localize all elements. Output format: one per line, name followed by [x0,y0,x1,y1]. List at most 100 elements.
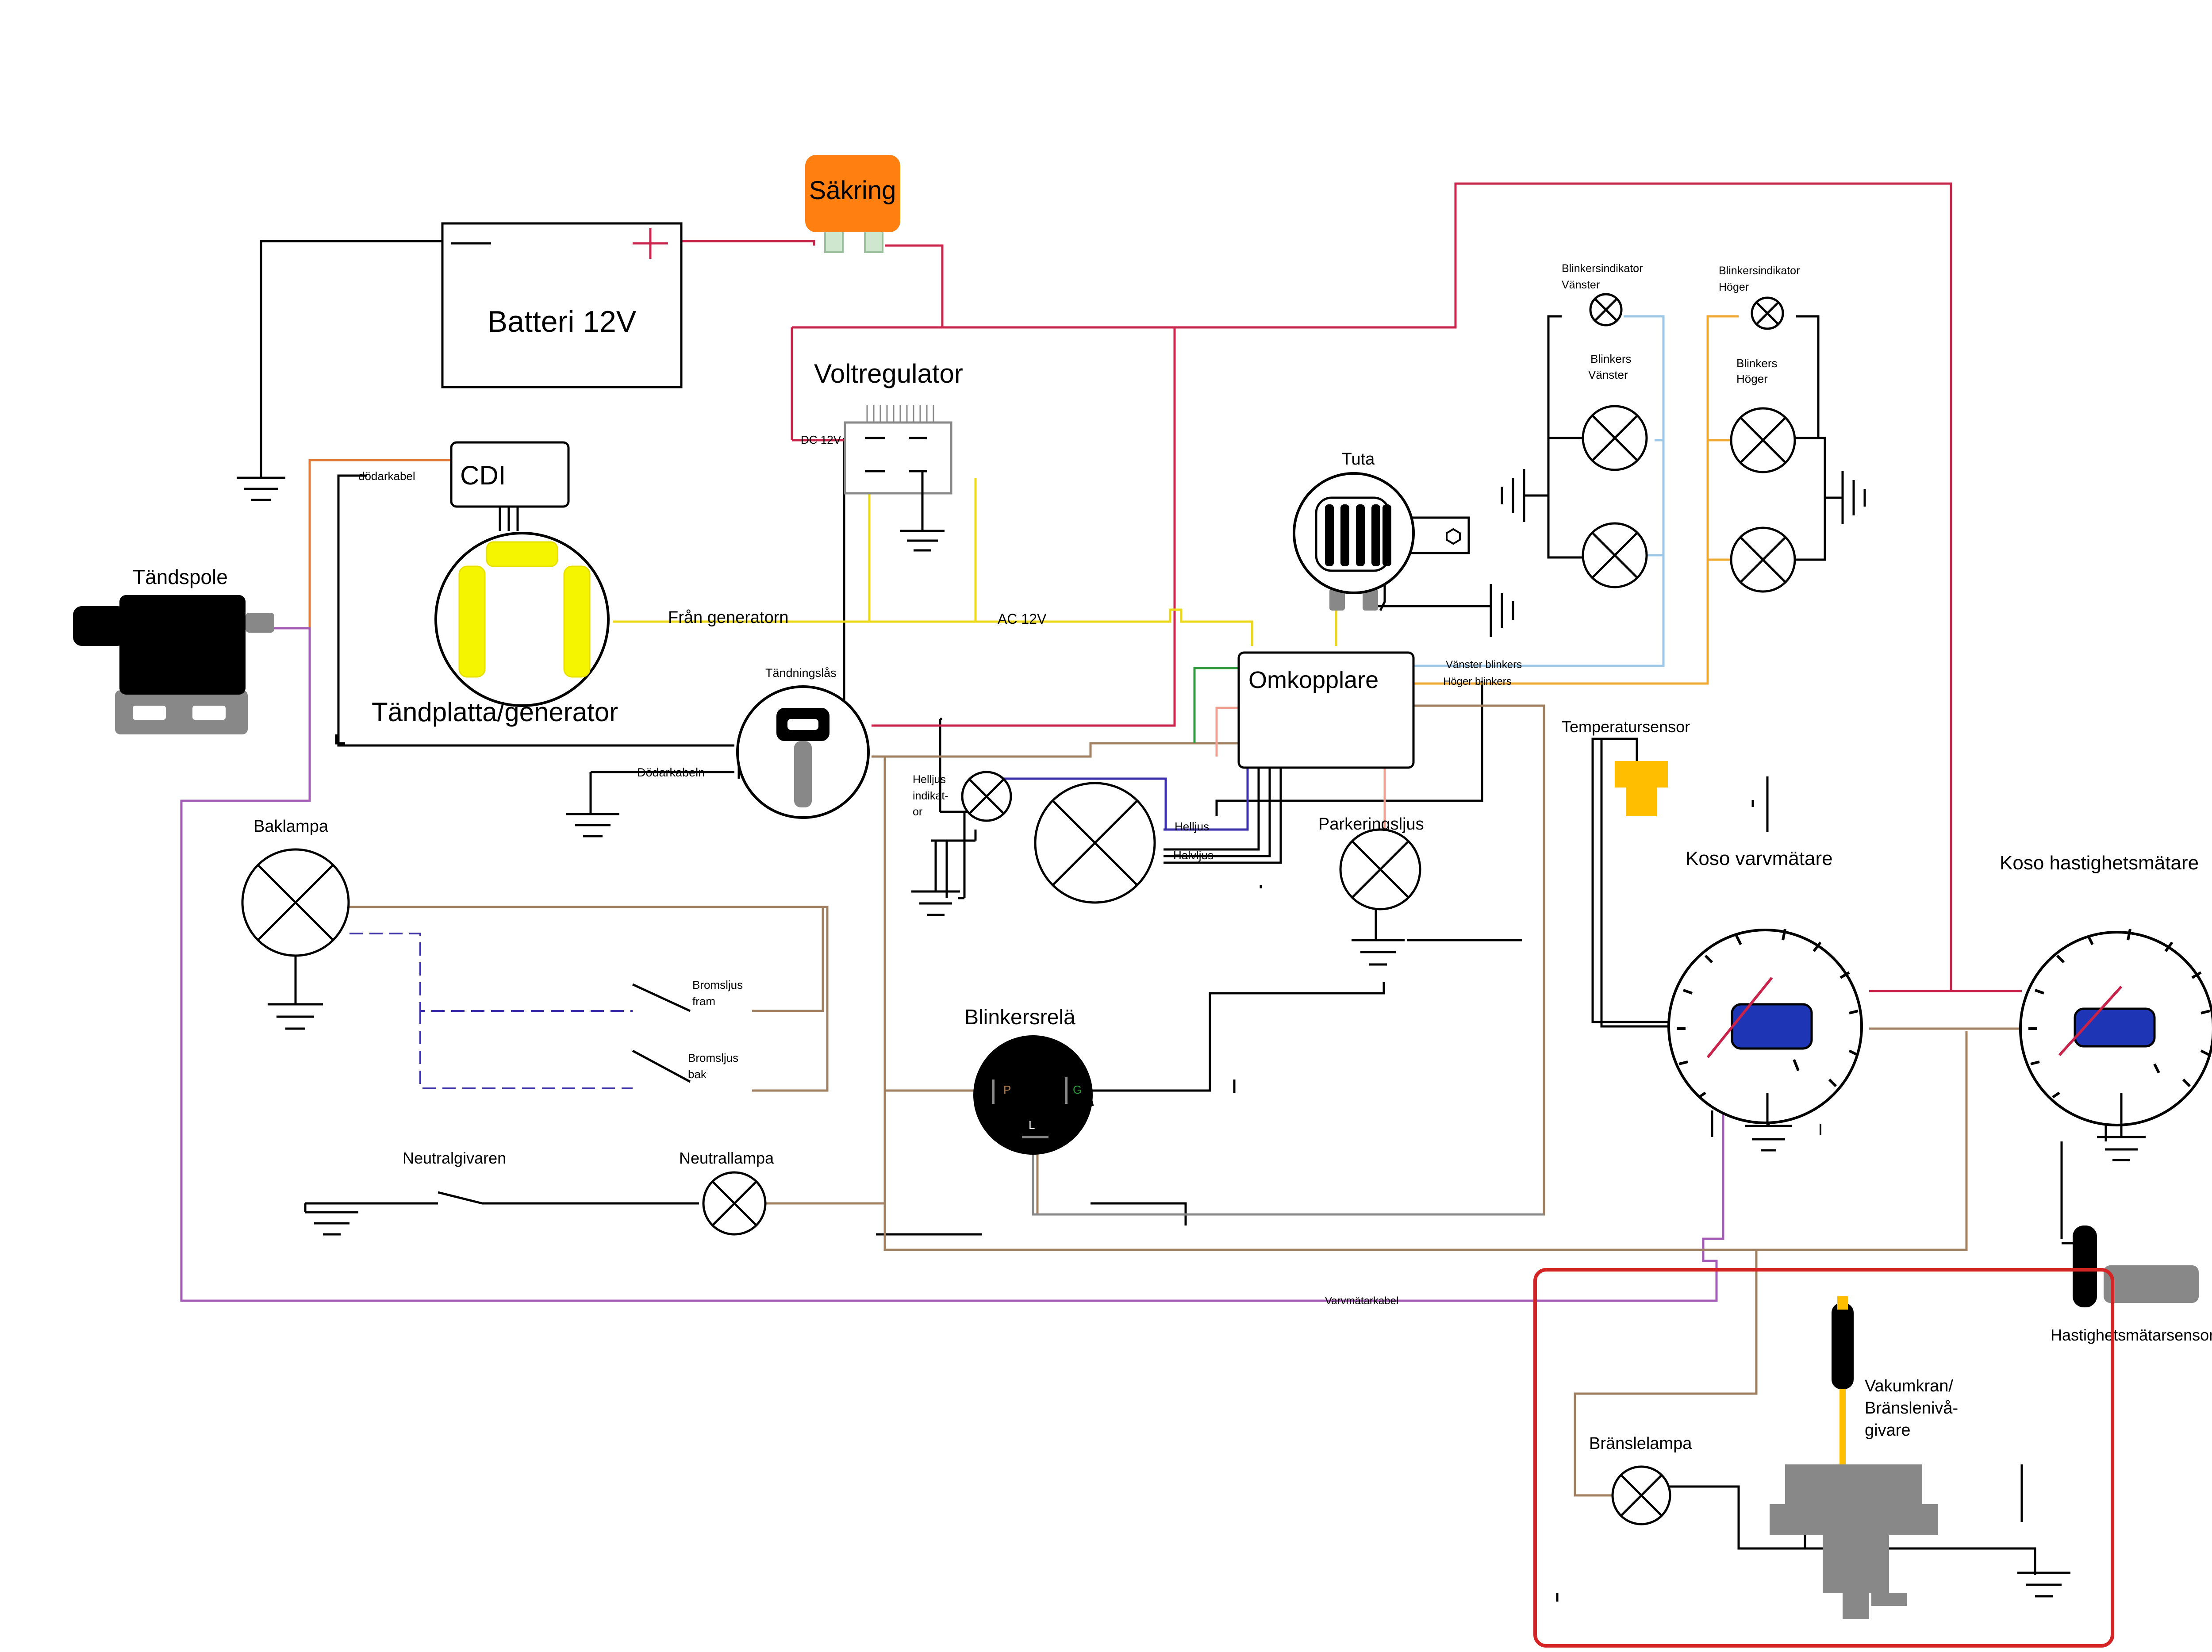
blinker-relay: Blinkersrelä P G L [964,1006,1093,1155]
tail-lamp: Baklampa [241,817,350,1030]
stator: Tändplatta/generator [372,532,618,727]
brake-rear-sub: bak [688,1068,707,1081]
blinker-wires [1413,315,1826,685]
blinker-ind-left-sub: Vänster [1562,279,1600,291]
high-beam-ind-label: Helljus [913,773,946,786]
blinker-rear-left-bulb [1582,522,1648,588]
tacho-wires [180,627,1724,1302]
headlight: Helljus Halvljus [1034,782,1262,904]
temp-sensor-label: Temperatursensor [1562,718,1690,736]
neutral-lamp-bulb [702,1171,767,1236]
tail-lamp-bulb [241,848,350,957]
tachometer: Koso varvmätare [1667,848,1863,1152]
speedometer-ground-icon [2097,1093,2146,1161]
cdi-kill-label: dödarkabel [358,469,415,483]
power-wires [681,182,2022,992]
from-generator-label: Från generatorn [668,608,789,627]
regulator-label: Voltregulator [814,359,963,388]
relay-g-label: G [1073,1083,1082,1096]
battery-ground-icon [237,476,285,501]
blinker-front-right-bulb [1730,407,1796,473]
generator-wires [613,478,1337,646]
high-beam-indicator: Helljus indikat- or [911,771,1012,916]
cdi-lock-wires [337,474,734,773]
blinker-indicator-right: Blinkersindikator Höger [1719,265,1800,330]
blinker-ind-left-bulb [1589,293,1623,327]
regulator-dc-label: DC 12V [801,433,841,446]
lock-ground-icon [566,771,619,838]
high-beam-ind-sub2: or [913,806,922,818]
ac-12v-label: AC 12V [998,611,1047,627]
blinker-relay-label: Blinkersrelä [964,1006,1075,1029]
parking-light-bulb [1339,828,1421,911]
neutral-sensor-ground-icon [304,1203,358,1236]
high-beam-ground-icon [911,841,960,916]
battery: Batteri 12V [441,222,683,388]
blinker-ind-right-label: Blinkersindikator [1719,265,1800,277]
cdi-label: CDI [460,461,506,490]
ignition-coil-label: Tändspole [133,565,228,588]
fuel-ground-icon [2017,1571,2070,1598]
horn-label: Tuta [1342,450,1375,469]
neutral-lamp-label: Neutrallampa [679,1149,774,1167]
fuel-lamp-bulb [1611,1465,1671,1525]
parking-light-ground-icon [1352,909,1405,966]
blinkers-right-sub: Höger [1736,372,1768,385]
relay-p-label: P [1003,1083,1011,1096]
beam-wires [989,765,1282,864]
green-pink-wires [1193,667,1386,838]
blinker-ind-right-bulb [1751,296,1784,330]
regulator-ground-icon [900,471,945,552]
temperature-sensor: Temperatursensor [1562,718,1754,816]
vacuum-sub: Bränslenivå- [1865,1399,1958,1418]
fuel-lamp-label: Bränslelampa [1589,1434,1692,1453]
tail-lamp-label: Baklampa [253,817,329,836]
ignition-coil: Tändspole [73,565,274,734]
voltage-regulator: Voltregulator DC 12V [801,359,963,552]
neutral-sensor-label: Neutralgivaren [403,1149,506,1167]
high-beam-ind-bulb [961,771,1012,822]
speedometer-label: Koso hastighetsmätare [2000,852,2199,874]
tachometer-label: Koso varvmätare [1686,848,1833,869]
stator-label: Tändplatta/generator [372,697,618,727]
neutral-wires [305,1191,699,1205]
blinkers-left-sub: Vänster [1588,368,1628,381]
cdi: CDI dödarkabel [358,441,570,531]
ignition-lock[interactable]: Tändningslås Dödarkabeln [566,666,870,838]
tacho-cable-label: Varvmätarkabel [1325,1295,1398,1307]
vacuum-label: Vakumkran/ [1865,1377,1953,1395]
speed-sensor-label: Hastighetsmätarsensor [2051,1326,2212,1344]
speedometer: Koso hastighetsmätare [2000,852,2212,1161]
brake-front-sub: fram [692,995,715,1008]
blinker-indicator-left: Blinkersindikator Vänster [1562,262,1643,327]
fuse-label: Säkring [809,176,896,205]
fuse: Säkring [805,155,900,253]
lock-kill-label: Dödarkabeln [637,766,705,779]
switch[interactable]: Omkopplare Vänster blinkers Höger blinke… [1237,651,1522,769]
blinkers-left-label: Blinkers [1590,352,1631,365]
vacuum-valve: Vakumkran/ Bränslenivå- givare [1770,1296,1958,1619]
switch-label: Omkopplare [1248,667,1379,693]
temp-wires [1600,738,1681,1028]
blinker-ind-right-sub: Höger [1719,281,1749,293]
tachometer-ground-icon [1745,1124,1792,1152]
grey-wires [1032,1126,1544,1216]
right-blinkers-wire-label: Höger blinkers [1443,676,1512,688]
blinkers-right-label: Blinkers [1736,357,1777,370]
blinker-ind-left-label: Blinkersindikator [1562,262,1643,275]
headlight-bulb [1034,782,1156,904]
tail-lamp-ground-icon [268,956,323,1030]
blinkers-right-ground-icon [1825,471,1866,524]
high-beam-label: Helljus [1175,820,1209,833]
battery-label: Batteri 12V [488,305,637,338]
blinker-front-left-bulb [1582,405,1648,471]
left-blinkers-wire-label: Vänster blinkers [1446,659,1522,671]
fuel-lamp: Bränslelampa [1589,1434,1692,1525]
high-beam-ind-sub: indikat- [913,790,949,802]
fuel-section-frame [1533,1268,2114,1648]
horn-ground-icon [1490,584,1514,637]
vacuum-sub2: givare [1865,1421,1911,1440]
horn[interactable]: Tuta [1293,450,1514,637]
brake-wires [349,933,691,1089]
